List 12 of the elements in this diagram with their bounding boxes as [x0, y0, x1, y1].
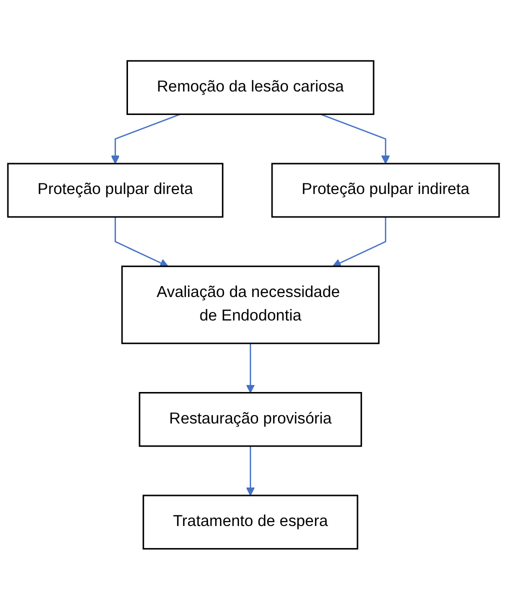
arrow	[114, 217, 168, 268]
arrow	[320, 114, 390, 164]
arrow	[246, 446, 255, 496]
node-box: Proteção pulpar indireta	[271, 163, 500, 218]
arrow	[246, 344, 255, 394]
node-box: Tratamento de espera	[142, 494, 358, 550]
node-box: Remoção da lesão cariosa	[126, 60, 374, 116]
node-box: Proteção pulpar direta	[7, 163, 224, 218]
node-box: Avaliação da necessidade de Endodontia	[121, 266, 380, 344]
arrow	[332, 217, 386, 268]
arrow	[110, 114, 180, 164]
node-box: Restauração provisória	[138, 392, 362, 447]
